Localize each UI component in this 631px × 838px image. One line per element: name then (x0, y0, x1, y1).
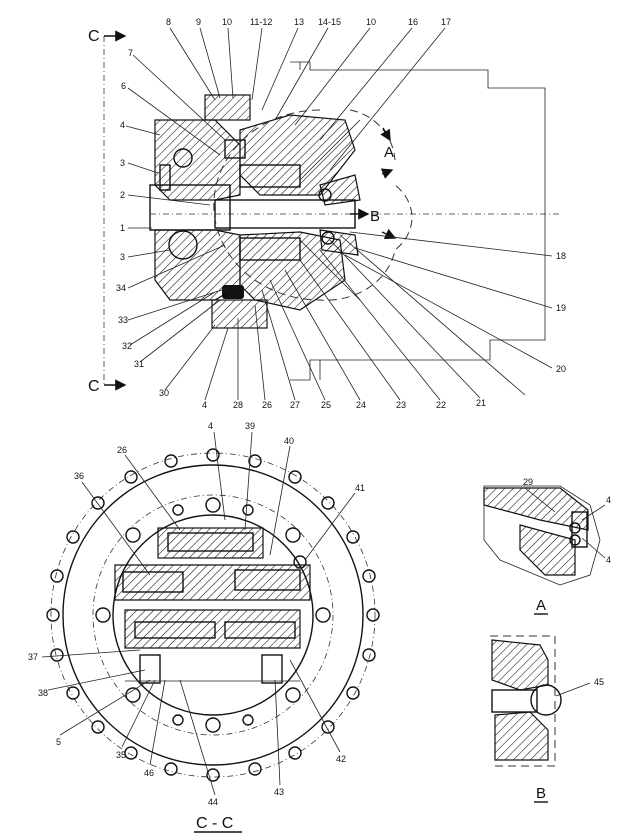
cylinder-block-upper (239, 114, 356, 196)
cross-section-c-c: 4 39 40 26 36 41 37 38 5 35 46 44 43 42 … (28, 421, 380, 833)
callout-27: 27 (290, 400, 300, 410)
callout-28: 28 (233, 400, 243, 410)
callout-3b: 3 (120, 252, 125, 262)
callout-18: 18 (556, 251, 566, 261)
callout-cs-26: 26 (117, 445, 127, 455)
callout-6: 6 (121, 81, 126, 91)
callout-cs-36: 36 (74, 471, 84, 481)
callout-17: 17 (441, 17, 451, 27)
callout-23: 23 (396, 400, 406, 410)
callout-32: 32 (122, 341, 132, 351)
detail-a-marker: A (384, 144, 394, 161)
port-block (149, 184, 231, 231)
callout-20: 20 (556, 364, 566, 374)
callout-10: 10 (222, 17, 232, 27)
callout-9: 9 (196, 17, 201, 27)
callout-34: 34 (116, 283, 126, 293)
callout-cs-43: 43 (274, 787, 284, 797)
callout-cs-38: 38 (38, 688, 48, 698)
callout-a-4: 4 (606, 495, 611, 505)
callout-8: 8 (166, 17, 171, 27)
callout-13: 13 (294, 17, 304, 27)
callout-7: 7 (128, 48, 133, 58)
longitudinal-section: 8 9 10 11-12 13 14-15 10 16 17 7 6 4 3 2… (88, 17, 566, 410)
motor-housing-upper (154, 119, 241, 201)
callout-22: 22 (436, 400, 446, 410)
callout-1: 1 (120, 223, 125, 233)
callout-30: 30 (159, 388, 169, 398)
valve-middle (114, 564, 311, 601)
callout-cs-37: 37 (28, 652, 38, 662)
leader-lines-top (125, 27, 553, 401)
detail-a-view: 29 4 4 A (483, 477, 611, 615)
detail-b-view: 45 B (490, 635, 604, 803)
callout-21: 21 (476, 398, 486, 408)
callout-10b: 10 (366, 17, 376, 27)
callout-cs-39: 39 (245, 421, 255, 431)
callout-b-45: 45 (594, 677, 604, 687)
callout-3: 3 (120, 158, 125, 168)
callout-a-4b: 4 (606, 555, 611, 565)
flange-outer (62, 464, 364, 766)
callout-cs-5: 5 (56, 737, 61, 747)
detail-b-circle (213, 109, 413, 301)
pitch-circle-outer (50, 452, 376, 778)
inner-bolt-holes (95, 497, 331, 733)
callout-cs-40: 40 (284, 436, 294, 446)
caption-detail-b: B (536, 785, 546, 802)
piston-28 (222, 285, 244, 299)
callout-11-12: 11-12 (250, 17, 272, 27)
callout-26: 26 (262, 400, 272, 410)
callout-31: 31 (134, 359, 144, 369)
ball-45 (530, 684, 562, 716)
callout-19: 19 (556, 303, 566, 313)
callout-4: 4 (120, 120, 125, 130)
callout-cs-44: 44 (208, 797, 218, 807)
callout-cs-41: 41 (355, 483, 365, 493)
callout-cs-35: 35 (116, 750, 126, 760)
callout-25: 25 (321, 400, 331, 410)
valve-lower (124, 609, 301, 649)
callout-cs-42: 42 (336, 754, 346, 764)
section-marker-c-bottom: C (88, 378, 100, 395)
detail-b-marker: B (370, 208, 380, 225)
callout-16: 16 (408, 17, 418, 27)
leader-lines-cross (41, 431, 356, 796)
callout-a-29: 29 (523, 477, 533, 487)
callout-2: 2 (120, 190, 125, 200)
callout-24: 24 (356, 400, 366, 410)
callout-cs-46: 46 (144, 768, 154, 778)
caption-detail-a: A (536, 597, 546, 614)
caption-section-c-c: C - C (196, 815, 233, 832)
outer-bolt-holes (46, 448, 380, 782)
callout-14-15: 14-15 (318, 17, 341, 27)
callout-33: 33 (118, 315, 128, 325)
section-marker-c-top: C (88, 28, 100, 45)
callout-cs-4: 4 (208, 421, 213, 431)
callout-4b: 4 (202, 400, 207, 410)
